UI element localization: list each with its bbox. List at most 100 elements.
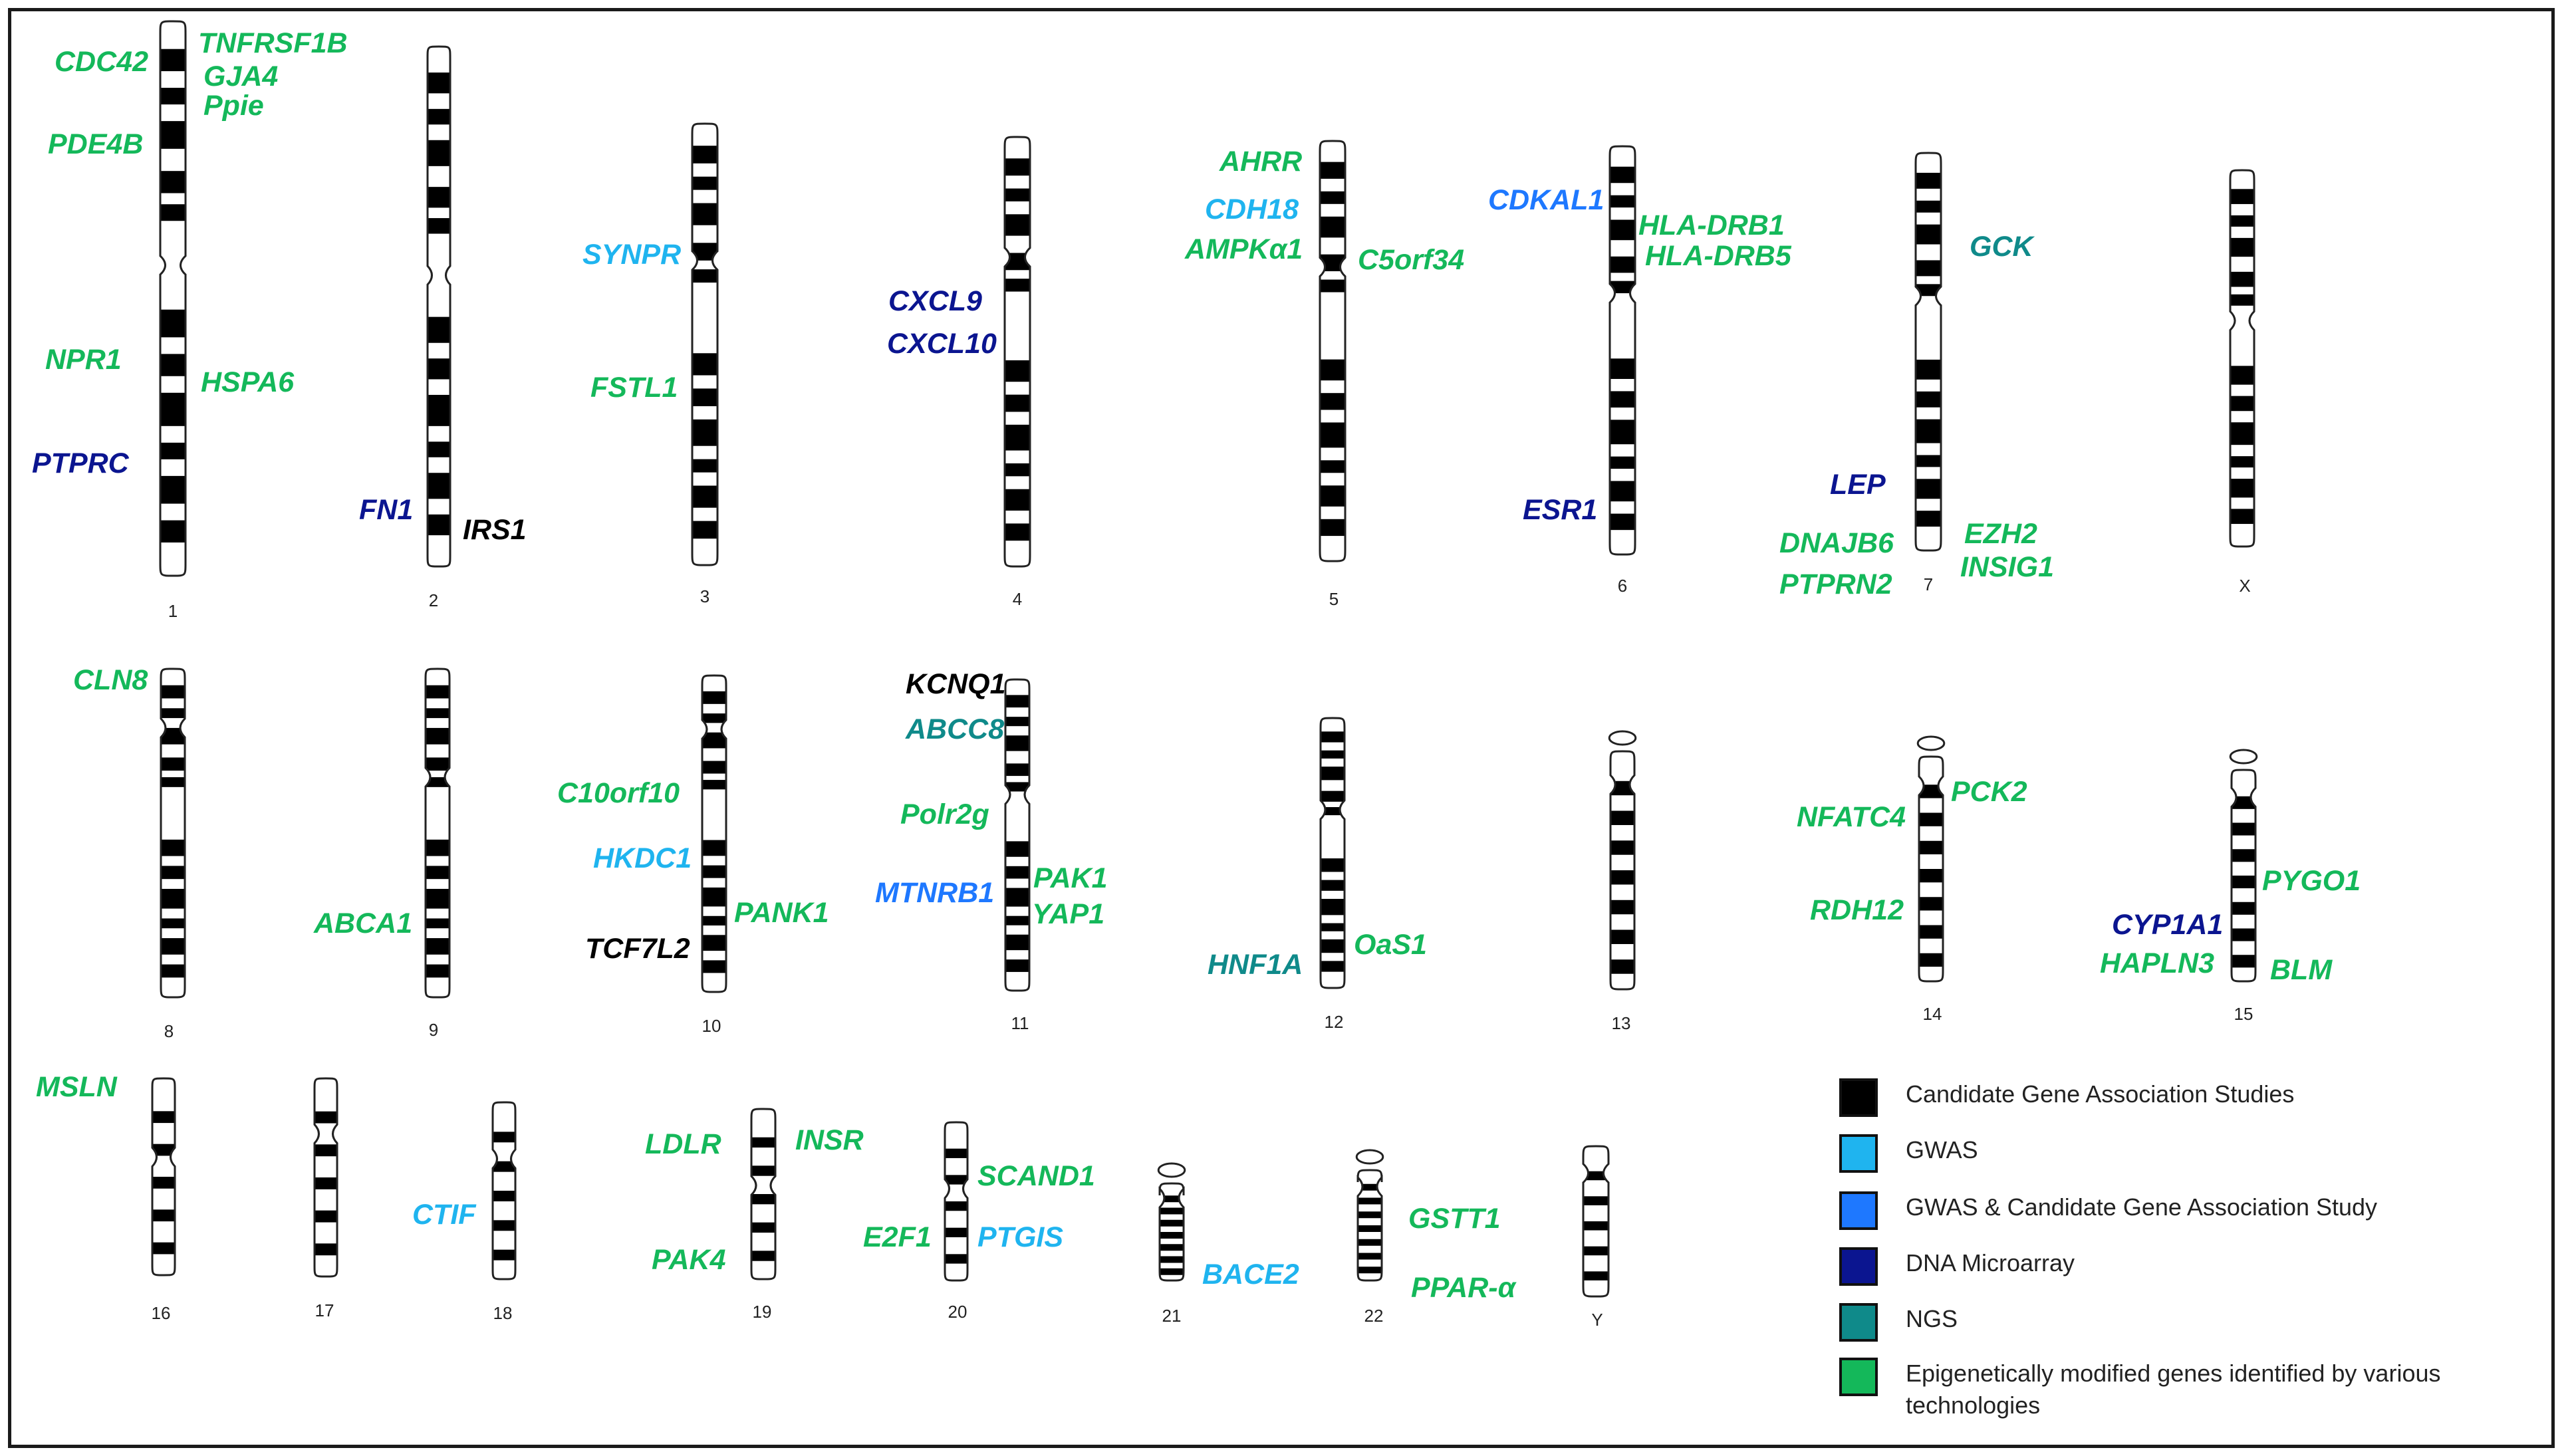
chromosome-band [161, 708, 185, 719]
gene-label: BLM [2270, 954, 2333, 986]
chromosome [1355, 1149, 1384, 1282]
chromosome-band [2230, 366, 2254, 385]
chromosome-band [315, 1177, 337, 1189]
chromosome-band [1916, 359, 1941, 380]
chromosome-band [2232, 849, 2255, 862]
chromosome-outline [1003, 136, 1031, 568]
legend-item: NGS [1839, 1303, 2568, 1342]
legend-swatch [1839, 1134, 1878, 1173]
chromosome-band [692, 269, 717, 283]
chromosome-band [2232, 955, 2255, 968]
chromosome-band [751, 1251, 775, 1261]
legend-item: GWAS & Candidate Gene Association Study [1839, 1191, 2568, 1230]
chromosome-band [945, 1254, 967, 1264]
chromosome-body [702, 675, 726, 992]
chromosome-band [152, 1177, 175, 1189]
chromosome-band [1583, 1246, 1608, 1256]
chromosome-outline [1914, 152, 1942, 552]
chromosome-band [160, 354, 186, 376]
chromosome-band [1916, 172, 1941, 189]
chromosome-band [1358, 1239, 1382, 1246]
chromosome-band [161, 888, 185, 909]
chromosome-band [1358, 1197, 1382, 1205]
chromosome-band [692, 485, 717, 508]
chromosome-band [1160, 1207, 1184, 1215]
gene-label: AHRR [1220, 146, 1303, 178]
chromosome-band [692, 388, 717, 406]
gene-label: ESR1 [1523, 494, 1598, 526]
legend-item: GWAS [1839, 1134, 2568, 1173]
chromosome-band [1919, 953, 1943, 967]
legend-item: Epigenetically modified genes identified… [1839, 1358, 2568, 1421]
gene-label: C5orf34 [1358, 244, 1465, 276]
gene-label: HLA-DRB1 [1638, 209, 1785, 241]
chromosome-band [428, 72, 450, 94]
chromosome-band [2232, 876, 2255, 889]
chromosome-outline [1582, 1145, 1610, 1298]
chromosome-band [2230, 456, 2254, 468]
chromosome-band [1005, 158, 1030, 176]
satellite-shape [1916, 735, 1946, 751]
chromosome-band [1610, 420, 1635, 445]
chromosome-band [1005, 394, 1030, 412]
legend-label: DNA Microarray [1906, 1249, 2075, 1276]
chromosome [1319, 140, 1347, 562]
chromosome-number: 6 [1617, 576, 1628, 596]
chromosome-outline [160, 667, 186, 999]
chromosome-band [1358, 1225, 1382, 1232]
chromosome-band [945, 1175, 967, 1185]
gene-label: PTGIS [977, 1221, 1064, 1253]
chromosome-band [161, 964, 185, 978]
chromosome-number: 3 [700, 586, 710, 606]
chromosome-body [160, 21, 186, 576]
gene-label: DNAJB6 [1779, 527, 1894, 559]
chromosome-band [426, 888, 449, 909]
gene-label: CDH18 [1205, 193, 1299, 225]
gene-label: BACE2 [1202, 1259, 1299, 1290]
chromosome [313, 1077, 338, 1278]
gene-label: PANK1 [734, 897, 829, 929]
chromosome-band [1916, 284, 1941, 297]
chromosome-number: 11 [1011, 1013, 1029, 1033]
chromosome-band [1005, 763, 1029, 777]
chromosome [424, 667, 451, 999]
chromosome-band [426, 685, 449, 699]
chromosome-band [1321, 790, 1345, 802]
chromosome-band [428, 187, 450, 208]
chromosome-outline [151, 1077, 176, 1276]
chromosome-band [692, 459, 717, 473]
chromosome-body [2230, 170, 2254, 546]
legend-label: NGS [1906, 1305, 1958, 1332]
gene-label: NPR1 [45, 344, 122, 376]
gene-label: HSPA6 [201, 366, 295, 398]
chromosome-band [1320, 359, 1345, 381]
chromosome-band [428, 441, 450, 457]
chromosome-band [2230, 215, 2254, 227]
chromosome-band [1916, 511, 1941, 527]
gene-label: MTNRB1 [875, 877, 995, 909]
chromosome-band [428, 358, 450, 380]
chromosome-band [428, 140, 450, 166]
chromosome-band [161, 866, 185, 880]
chromosome-band [428, 316, 450, 343]
chromosome-body [1320, 141, 1345, 561]
chromosome [944, 1121, 969, 1282]
chromosome-number: 4 [1012, 589, 1023, 609]
chromosome-band [1005, 959, 1029, 972]
chromosome [750, 1108, 777, 1280]
chromosome-band [426, 866, 449, 880]
chromosome-band [692, 203, 717, 225]
chromosome-band [1005, 279, 1030, 292]
chromosome-band [1005, 841, 1029, 857]
chromosome [1319, 717, 1346, 989]
legend-label: Candidate Gene Association Studies [1906, 1080, 2295, 1108]
chromosome-band [160, 309, 186, 338]
chromosome-number: 15 [2234, 1004, 2253, 1024]
gene-label: PTPRN2 [1779, 568, 1892, 600]
chromosome-band [1321, 939, 1345, 953]
gene-label: LEP [1830, 469, 1886, 501]
chromosome-number: 13 [1611, 1013, 1631, 1033]
chromosome-band [1320, 162, 1345, 179]
chromosome-band [1005, 888, 1029, 907]
